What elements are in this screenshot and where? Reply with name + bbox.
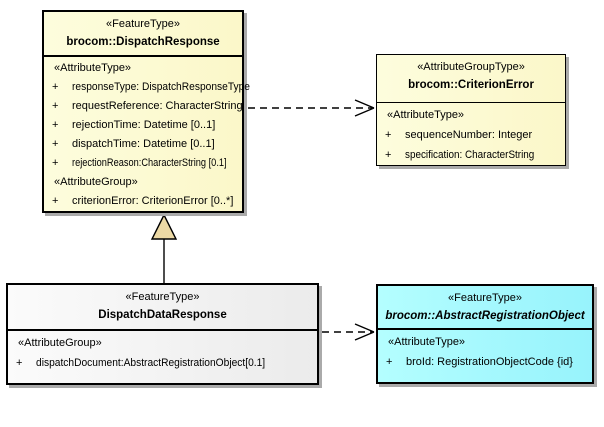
class-body: «AttributeGroup» + dispatchDocument:Abst…: [8, 331, 317, 373]
visibility-marker: +: [52, 157, 59, 169]
visibility-marker: +: [52, 100, 59, 112]
attribute-text: rejectionTime: Datetime [0..1]: [72, 119, 216, 131]
visibility-marker: +: [52, 81, 59, 93]
visibility-marker: +: [385, 129, 392, 141]
class-header: «FeatureType» DispatchDataResponse: [8, 285, 317, 331]
section-heading: «AttributeGroup»: [54, 176, 138, 188]
class-box-dispatch-response: «FeatureType» brocom::DispatchResponse «…: [42, 10, 250, 213]
stereotype-label: «FeatureType»: [448, 292, 522, 304]
visibility-marker: +: [386, 356, 393, 368]
attribute-row: + sequenceNumber: Integer: [377, 125, 565, 145]
class-box-dispatch-data-response: «FeatureType» DispatchDataResponse «Attr…: [6, 283, 319, 385]
attribute-row: + rejectionReason:CharacterString [0.1]: [44, 154, 242, 173]
attribute-text: dispatchDocument:AbstractRegistrationObj…: [36, 357, 266, 369]
class-body: «AttributeType» + responseType: Dispatch…: [44, 57, 250, 211]
attribute-row: + specification: CharacterString: [377, 145, 565, 165]
stereotype-label: «FeatureType»: [106, 18, 180, 30]
section-heading: «AttributeType»: [388, 336, 466, 348]
class-header: «FeatureType» brocom::DispatchResponse: [44, 12, 242, 57]
attribute-row: + dispatchTime: Datetime [0..1]: [44, 135, 242, 154]
generalization-arrowhead: [150, 213, 178, 240]
attribute-row: + rejectionTime: Datetime [0..1]: [44, 116, 242, 135]
generalization-connector: [150, 213, 178, 283]
class-name: DispatchDataResponse: [98, 309, 227, 321]
class-header: «FeatureType» brocom::AbstractRegistrati…: [378, 286, 592, 330]
attribute-row: + responseType: DispatchResponseType: [44, 78, 250, 97]
visibility-marker: +: [16, 357, 23, 369]
attribute-text: sequenceNumber: Integer: [405, 129, 533, 141]
class-name: brocom::DispatchResponse: [66, 36, 220, 48]
class-name: brocom::CriterionError: [408, 79, 534, 91]
attribute-text: criterionError: CriterionError [0..*]: [72, 195, 234, 207]
class-body: «AttributeType» + broId: RegistrationObj…: [378, 330, 592, 372]
class-body: «AttributeType» + sequenceNumber: Intege…: [377, 103, 565, 165]
visibility-marker: +: [52, 138, 59, 150]
section-heading: «AttributeGroup»: [18, 337, 102, 349]
class-header: «AttributeGroupType» brocom::CriterionEr…: [377, 55, 565, 103]
attribute-row: + broId: RegistrationObjectCode {id}: [378, 352, 592, 372]
visibility-marker: +: [385, 149, 392, 161]
visibility-marker: +: [52, 195, 59, 207]
attribute-row: + dispatchDocument:AbstractRegistrationO…: [8, 353, 317, 373]
attribute-text: requestReference: CharacterString: [72, 100, 243, 112]
class-box-abstract-registration-object: «FeatureType» brocom::AbstractRegistrati…: [376, 284, 594, 384]
attribute-text: specification: CharacterString: [405, 149, 535, 161]
attribute-row: + criterionError: CriterionError [0..*]: [44, 192, 242, 211]
dependency-arrow-abstract-registration-object: [322, 323, 375, 341]
attribute-text: rejectionReason:CharacterString [0.1]: [72, 157, 227, 169]
section-heading: «AttributeType»: [54, 62, 132, 74]
attribute-text: dispatchTime: Datetime [0..1]: [72, 138, 215, 150]
visibility-marker: +: [52, 119, 59, 131]
stereotype-label: «AttributeGroupType»: [417, 61, 525, 73]
class-box-criterion-error: «AttributeGroupType» brocom::CriterionEr…: [376, 54, 566, 166]
stereotype-label: «FeatureType»: [125, 291, 200, 303]
section-heading: «AttributeType»: [387, 109, 465, 121]
attribute-text: responseType: DispatchResponseType: [72, 81, 250, 93]
class-name: brocom::AbstractRegistrationObject: [385, 310, 585, 322]
attribute-row: + requestReference: CharacterString: [44, 97, 243, 116]
attribute-text: broId: RegistrationObjectCode {id}: [406, 356, 573, 368]
dependency-arrow-criterion-error: [248, 99, 375, 117]
